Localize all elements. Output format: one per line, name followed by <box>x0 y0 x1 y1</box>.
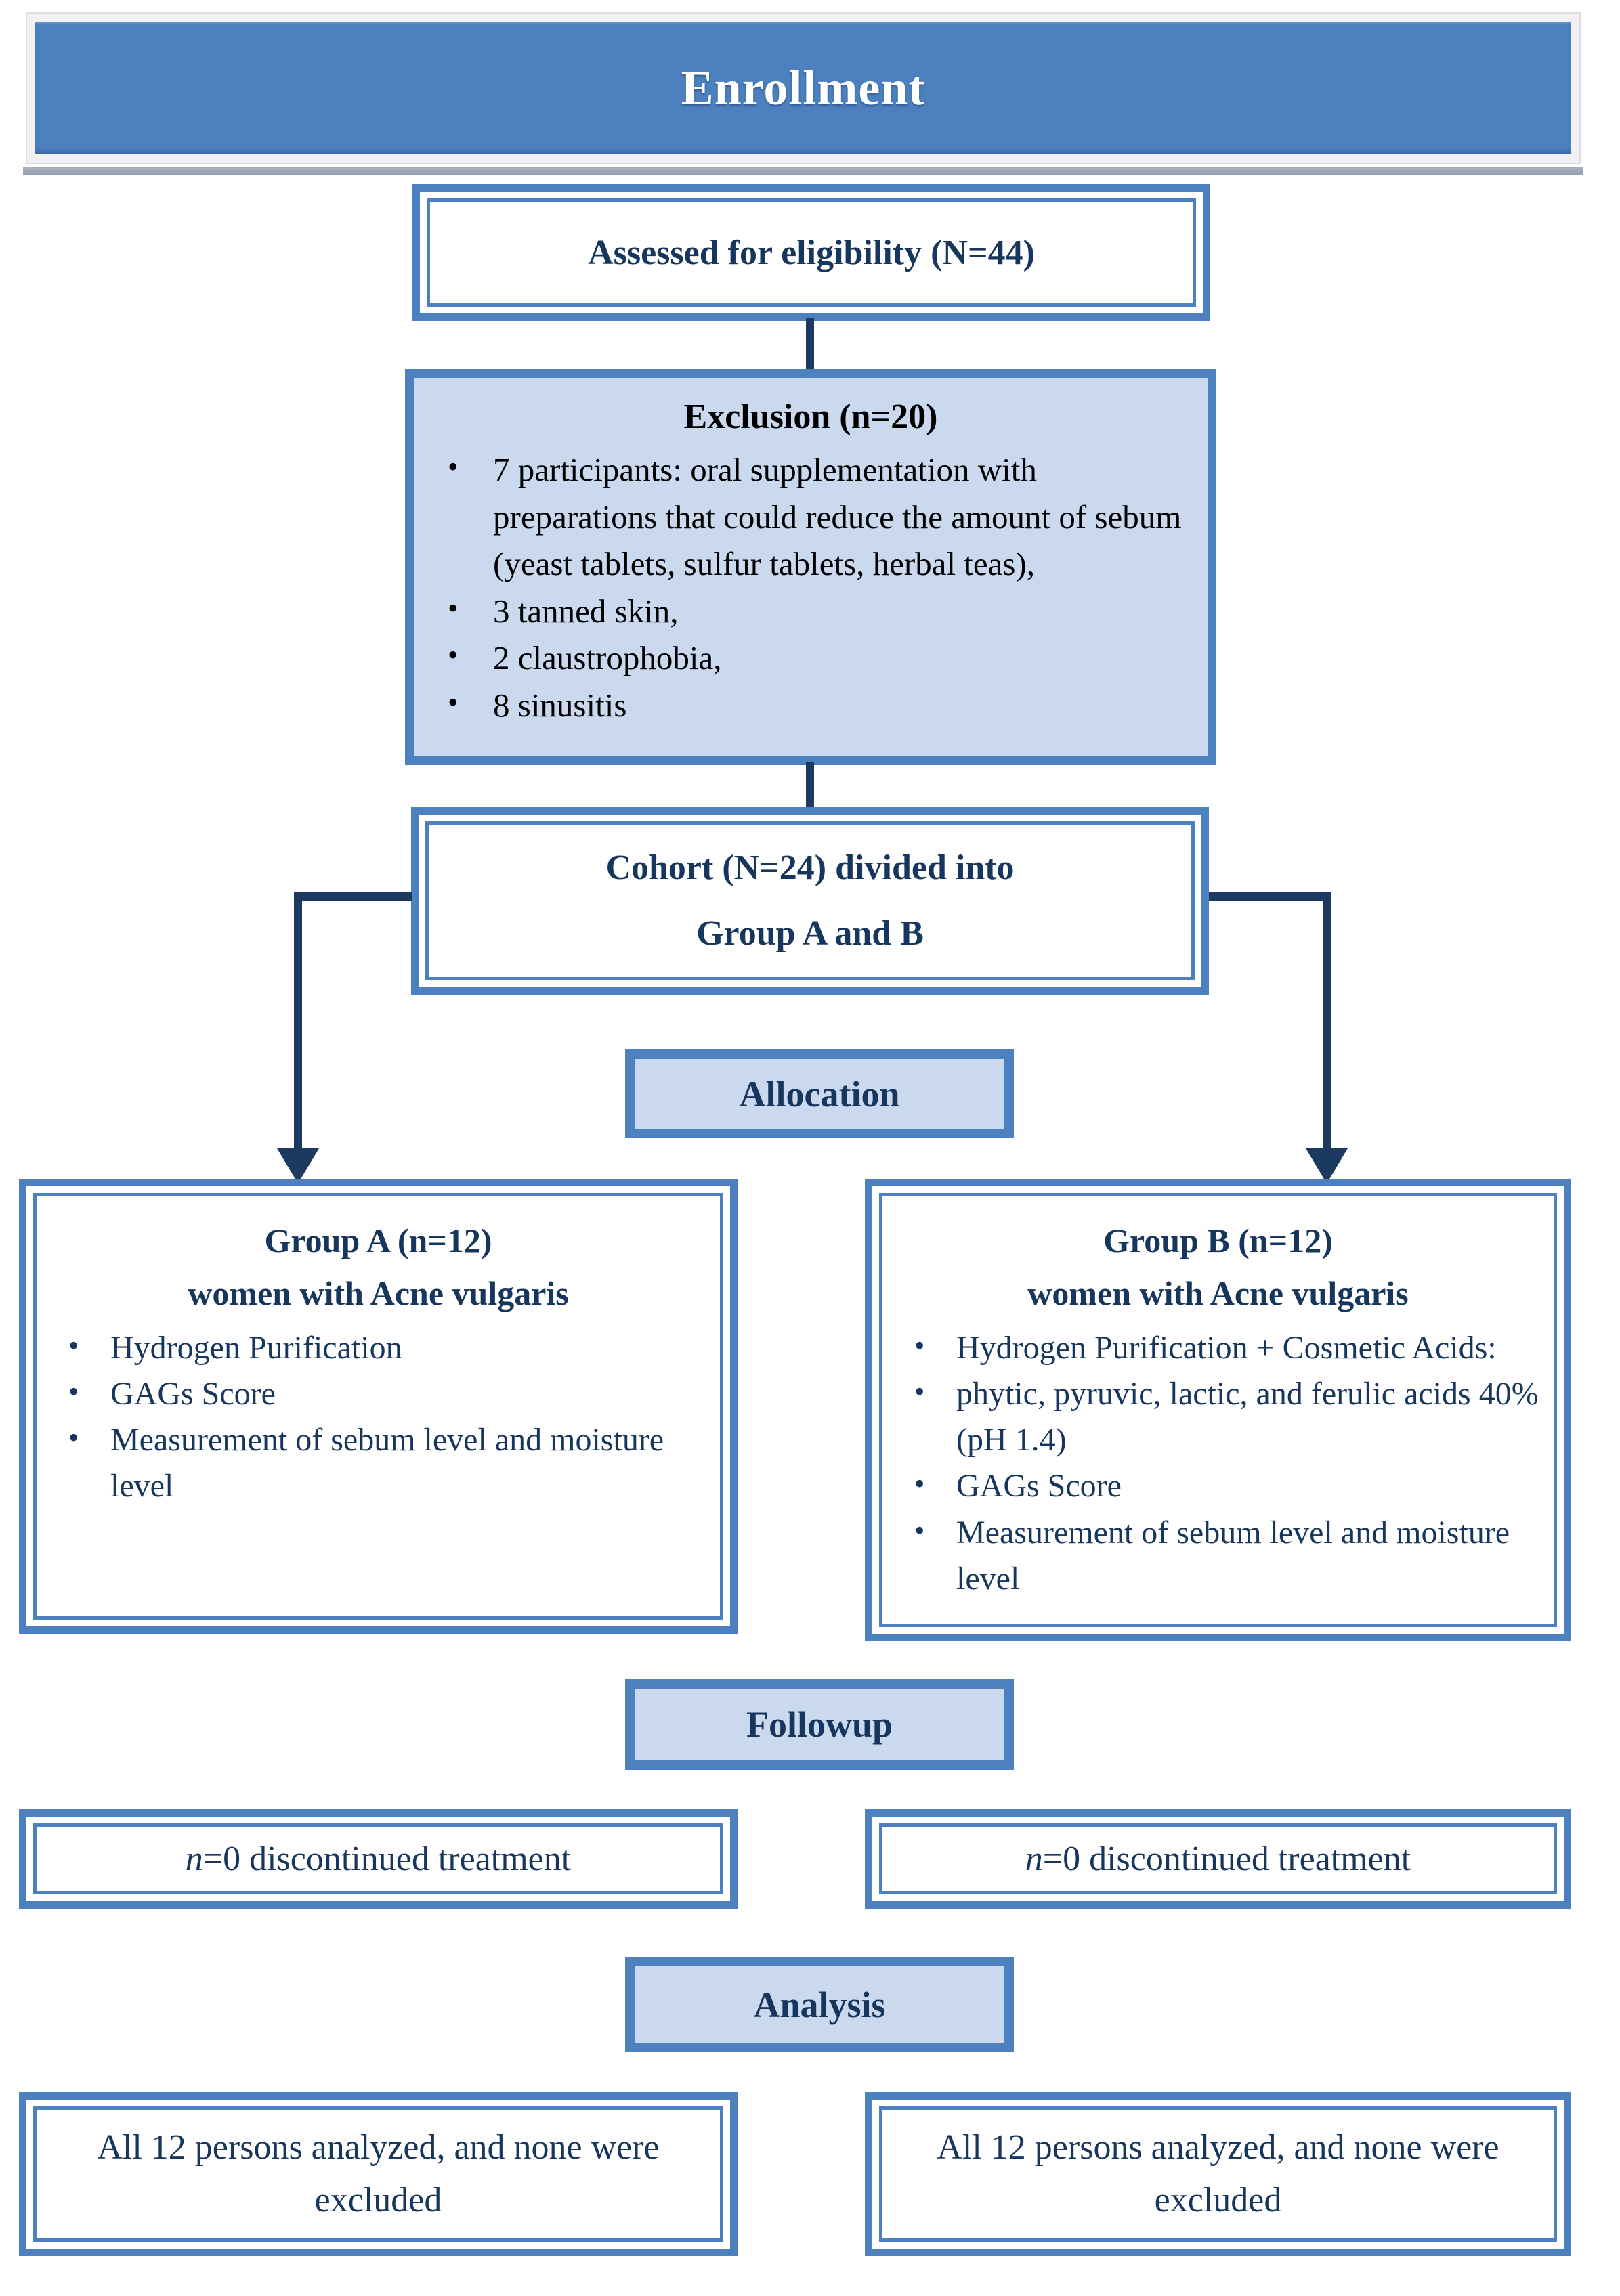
list-item: Hydrogen Purification + Cosmetic Acids: <box>901 1325 1545 1371</box>
analysis-label: Analysis <box>753 1984 886 2025</box>
discontinued-b-box: n=0 discontinued treatment <box>865 1809 1571 1909</box>
connector-cohort-to-group-a-vertical <box>294 892 302 1152</box>
enrollment-banner: Enrollment <box>26 12 1581 164</box>
group-a-title-line1: Group A (n=12) <box>264 1221 492 1259</box>
cohort-text-line2: Group A and B <box>696 913 924 953</box>
allocation-stage-box: Allocation <box>625 1049 1014 1138</box>
exclusion-bullet-list: 7 participants: oral supplementation wit… <box>414 446 1208 729</box>
assessed-eligibility-text: Assessed for eligibility (N=44) <box>588 233 1035 272</box>
banner-shadow <box>23 167 1583 175</box>
list-item: Measurement of sebum level and moisture … <box>55 1417 711 1509</box>
analyzed-a-box: All 12 persons analyzed, and none were e… <box>19 2092 738 2256</box>
connector-cohort-to-group-b-vertical <box>1323 892 1331 1152</box>
arrowhead-group-a-icon <box>277 1148 319 1184</box>
connector-cohort-to-group-a-horizontal <box>294 892 412 901</box>
list-item: GAGs Score <box>901 1463 1545 1509</box>
connector-assessed-to-exclusion <box>806 318 814 372</box>
list-item: 3 tanned skin, <box>429 588 1197 635</box>
assessed-eligibility-box: Assessed for eligibility (N=44) <box>412 184 1210 321</box>
allocation-label: Allocation <box>739 1073 900 1114</box>
group-b-box: Group B (n=12) women with Acne vulgaris … <box>865 1179 1571 1641</box>
analyzed-b-text: All 12 persons analyzed, and none were e… <box>937 2128 1499 2219</box>
group-b-title-line1: Group B (n=12) <box>1103 1221 1333 1259</box>
followup-label: Followup <box>746 1704 893 1745</box>
enrollment-banner-fill: Enrollment <box>35 22 1571 154</box>
group-a-bullet-list: Hydrogen Purification GAGs Score Measure… <box>35 1325 722 1510</box>
exclusion-title: Exclusion (n=20) <box>683 397 938 436</box>
list-item: 7 participants: oral supplementation wit… <box>429 446 1197 588</box>
analyzed-a-text: All 12 persons analyzed, and none were e… <box>97 2128 660 2219</box>
analyzed-b-box: All 12 persons analyzed, and none were e… <box>865 2092 1571 2256</box>
exclusion-box: Exclusion (n=20) 7 participants: oral su… <box>405 369 1216 765</box>
list-item: phytic, pyruvic, lactic, and ferulic aci… <box>901 1371 1545 1463</box>
connector-cohort-to-group-b-horizontal <box>1209 892 1331 901</box>
group-a-title-line2: women with Acne vulgaris <box>188 1274 569 1312</box>
list-item: Measurement of sebum level and moisture … <box>901 1510 1545 1602</box>
list-item: 2 claustrophobia, <box>429 634 1197 682</box>
list-item: GAGs Score <box>55 1371 711 1417</box>
group-a-title: Group A (n=12) women with Acne vulgaris <box>35 1215 722 1320</box>
connector-exclusion-to-cohort <box>806 762 814 811</box>
group-b-bullet-list: Hydrogen Purification + Cosmetic Acids: … <box>880 1325 1556 1602</box>
group-a-box: Group A (n=12) women with Acne vulgaris … <box>19 1179 738 1634</box>
list-item: 8 sinusitis <box>429 682 1197 729</box>
discontinued-a-box: n=0 discontinued treatment <box>19 1809 738 1909</box>
cohort-text: Cohort (N=24) divided into Group A and B <box>605 836 1014 966</box>
list-item: Hydrogen Purification <box>55 1325 711 1371</box>
arrowhead-group-b-icon <box>1306 1148 1348 1184</box>
group-b-title-line2: women with Acne vulgaris <box>1027 1274 1409 1312</box>
discontinued-b-text: n=0 discontinued treatment <box>1025 1840 1411 1878</box>
discontinued-a-text: n=0 discontinued treatment <box>185 1840 572 1878</box>
followup-stage-box: Followup <box>625 1679 1014 1770</box>
cohort-box: Cohort (N=24) divided into Group A and B <box>411 807 1209 995</box>
analysis-stage-box: Analysis <box>625 1957 1014 2052</box>
enrollment-banner-title: Enrollment <box>681 60 926 115</box>
group-b-title: Group B (n=12) women with Acne vulgaris <box>880 1215 1556 1320</box>
cohort-text-line1: Cohort (N=24) divided into <box>605 848 1015 888</box>
